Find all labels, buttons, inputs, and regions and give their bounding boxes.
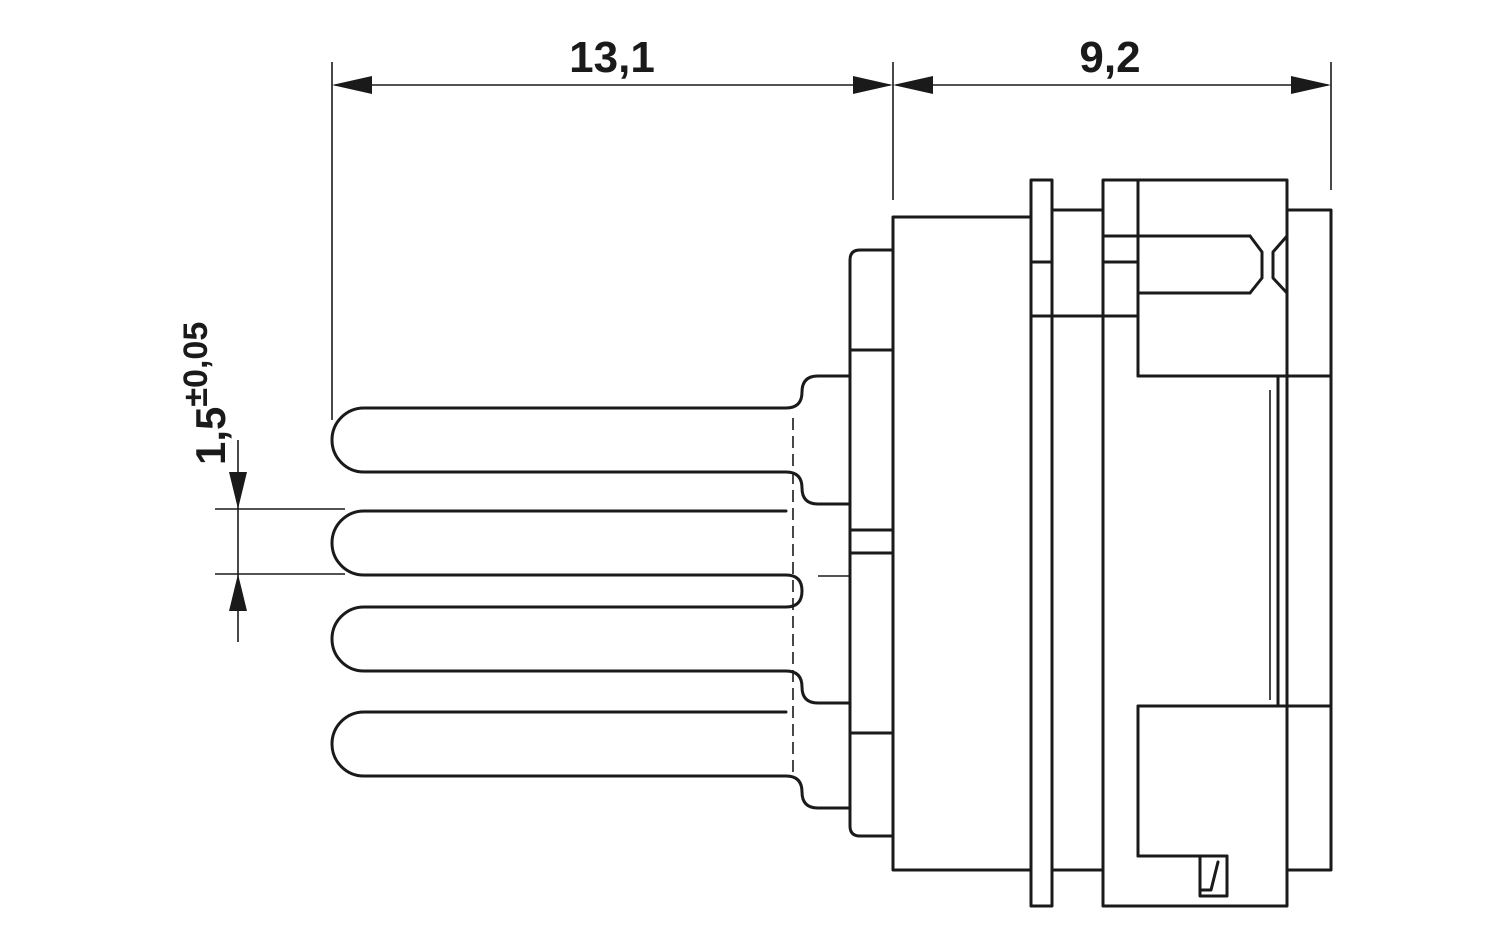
housing-body [891, 215, 1033, 872]
arrowhead-right [853, 76, 893, 94]
arrowhead-up [229, 574, 247, 611]
dimension-pitch: 1,5±0,05 [177, 322, 345, 642]
pitch-value: 1,5 [187, 407, 234, 465]
arrowhead-right [1291, 76, 1331, 94]
front-body [1101, 178, 1333, 908]
dimension-body-depth: 9,2 [893, 33, 1332, 190]
main-housing [891, 178, 1333, 908]
body-depth-label: 9,2 [1079, 33, 1140, 82]
pin-contact [330, 710, 852, 810]
pitch-label: 1,5±0,05 [177, 322, 234, 465]
pitch-tolerance: ±0,05 [177, 322, 215, 407]
arrowhead-left [332, 76, 372, 94]
contact-pins [330, 374, 852, 810]
arrowhead-down [229, 472, 247, 509]
pin-contact [330, 374, 852, 506]
insert-block [848, 248, 895, 838]
flange [1029, 178, 1054, 908]
pin-contact [330, 509, 852, 705]
dimension-pin-length: 13,1 [331, 33, 894, 420]
pin-length-label: 13,1 [569, 33, 655, 82]
latch-detail [1248, 234, 1289, 295]
snap-hook [1198, 854, 1229, 898]
arrowhead-left [893, 76, 933, 94]
